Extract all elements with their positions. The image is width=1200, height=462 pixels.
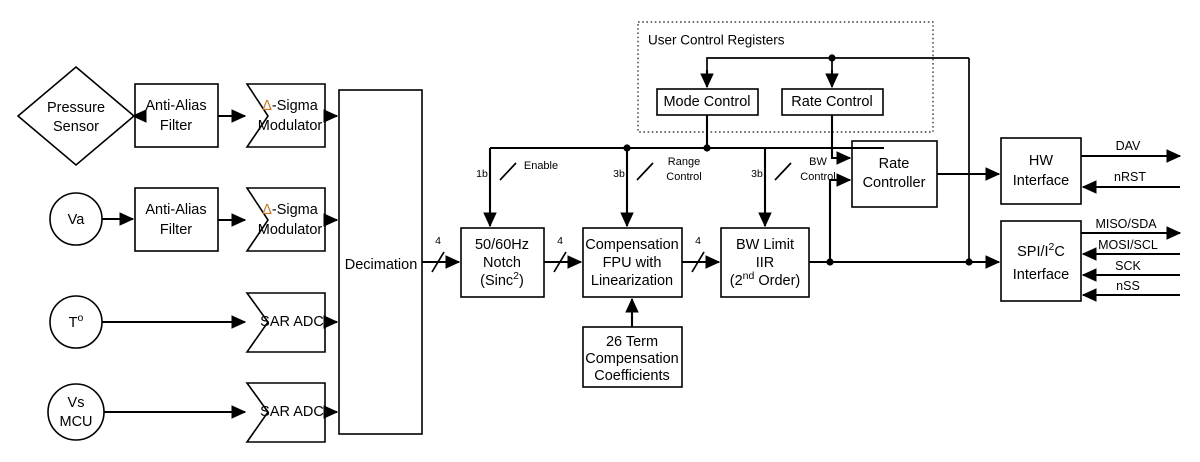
io-label-dav: DAV	[1116, 139, 1141, 153]
block-rate-controller: Rate Controller	[851, 140, 938, 208]
block-delta-sigma-modulator-2: Δ-Sigma Modulator	[245, 187, 326, 252]
block-sar-adc-2: SAR ADC	[245, 382, 326, 443]
vs-mcu-label-line1: Vs	[68, 395, 85, 411]
delta-sigma-modulator-1-line1: Δ-Sigma	[262, 98, 319, 114]
coefficients-line2: Compensation	[585, 351, 679, 367]
bw-limit-line3: (2nd Order)	[730, 270, 801, 289]
decimation-label: Decimation	[345, 257, 418, 273]
rate-control-label: Rate Control	[791, 94, 872, 110]
compensation-fpu-line3: Linearization	[591, 273, 673, 289]
control-label-enable-line1: Enable	[524, 160, 558, 172]
block-decimation: Decimation	[338, 89, 423, 435]
bw-limit-line1: BW Limit	[736, 237, 794, 253]
spi-i2c-interface-line2: Interface	[1013, 267, 1069, 283]
io-label-mosi-scl: MOSI/SCL	[1098, 238, 1158, 252]
block-notch-filter: 50/60Hz Notch (Sinc2)	[460, 227, 545, 298]
wires-data-pipeline: 4 4 4	[422, 173, 1001, 327]
block-hw-interface: HW Interface	[1000, 137, 1082, 205]
sar-adc-1-label: SAR ADC	[260, 314, 324, 330]
block-rate-control: Rate Control	[781, 88, 884, 116]
control-label-range-line2: Control	[666, 171, 701, 183]
io-label-sck: SCK	[1115, 259, 1141, 273]
anti-alias-filter-1-line2: Filter	[160, 118, 192, 134]
source-vs-mcu: Vs MCU	[47, 383, 105, 441]
block-sar-adc-1: SAR ADC	[245, 292, 326, 353]
control-label-range-line1: Range	[668, 156, 700, 168]
block-anti-alias-filter-1: Anti-Alias Filter	[134, 83, 219, 148]
rate-controller-line1: Rate	[879, 156, 910, 172]
pressure-sensor-label-line1: Pressure	[47, 100, 105, 116]
temperature-label: To	[69, 312, 84, 331]
notch-label-line2: Notch	[483, 255, 521, 271]
bus-width-notch-out: 4	[557, 235, 563, 247]
compensation-fpu-line1: Compensation	[585, 237, 679, 253]
user-control-registers-label: User Control Registers	[648, 33, 785, 48]
block-mode-control: Mode Control	[656, 88, 759, 116]
block-spi-i2c-interface: SPI/I2C Interface	[1000, 220, 1082, 302]
io-label-nss: nSS	[1116, 279, 1140, 293]
compensation-fpu-line2: FPU with	[603, 255, 662, 271]
delta-sigma-modulator-1-line2: Modulator	[258, 118, 323, 134]
notch-label-line1: 50/60Hz	[475, 237, 529, 253]
io-hw-interface: DAV nRST	[1081, 139, 1182, 194]
anti-alias-filter-1-line1: Anti-Alias	[145, 98, 206, 114]
control-label-bw-line2: Control	[800, 171, 835, 183]
mode-control-label: Mode Control	[663, 94, 750, 110]
coefficients-line3: Coefficients	[594, 368, 670, 384]
block-anti-alias-filter-2: Anti-Alias Filter	[134, 187, 219, 252]
block-bw-limit-iir: BW Limit IIR (2nd Order)	[720, 227, 810, 298]
bw-limit-line2: IIR	[756, 255, 775, 271]
bus-width-fpu-out: 4	[695, 235, 701, 247]
anti-alias-filter-2-line1: Anti-Alias	[145, 202, 206, 218]
delta-sigma-modulator-2-line1: Δ-Sigma	[262, 202, 319, 218]
bus-width-decimation-out: 4	[435, 235, 441, 247]
source-temperature: To	[49, 295, 103, 349]
wires-front-end	[102, 109, 339, 419]
block-compensation-fpu: Compensation FPU with Linearization	[582, 227, 683, 298]
control-label-bw-line1: BW	[809, 156, 827, 168]
control-width-bw: 3b	[751, 168, 763, 180]
source-pressure-sensor: Pressure Sensor	[16, 65, 136, 167]
block-delta-sigma-modulator-1: Δ-Sigma Modulator	[245, 83, 326, 148]
delta-sigma-modulator-2-line2: Modulator	[258, 222, 323, 238]
control-width-enable: 1b	[476, 168, 488, 180]
va-label: Va	[68, 212, 86, 228]
notch-label-line3: (Sinc2)	[480, 270, 524, 289]
hw-interface-line1: HW	[1029, 153, 1053, 169]
group-user-control-registers: User Control Registers	[637, 21, 934, 133]
block-compensation-coefficients: 26 Term Compensation Coefficients	[582, 326, 683, 388]
source-va: Va	[49, 192, 103, 246]
anti-alias-filter-2-line2: Filter	[160, 222, 192, 238]
pressure-sensor-label-line2: Sensor	[53, 119, 99, 135]
coefficients-line1: 26 Term	[606, 334, 658, 350]
wires-control-registers: 1b Enable 3b Range Control 3b BW Control	[476, 54, 1001, 262]
control-width-range: 3b	[613, 168, 625, 180]
spi-i2c-interface-line1: SPI/I2C	[1017, 241, 1065, 260]
io-label-nrst: nRST	[1114, 170, 1146, 184]
hw-interface-line2: Interface	[1013, 173, 1069, 189]
sar-adc-2-label: SAR ADC	[260, 404, 324, 420]
io-spi-interface: MISO/SDA MOSI/SCL SCK nSS	[1081, 217, 1182, 302]
io-label-miso-sda: MISO/SDA	[1095, 217, 1157, 231]
rate-controller-line2: Controller	[863, 175, 926, 191]
vs-mcu-label-line2: MCU	[59, 414, 92, 430]
